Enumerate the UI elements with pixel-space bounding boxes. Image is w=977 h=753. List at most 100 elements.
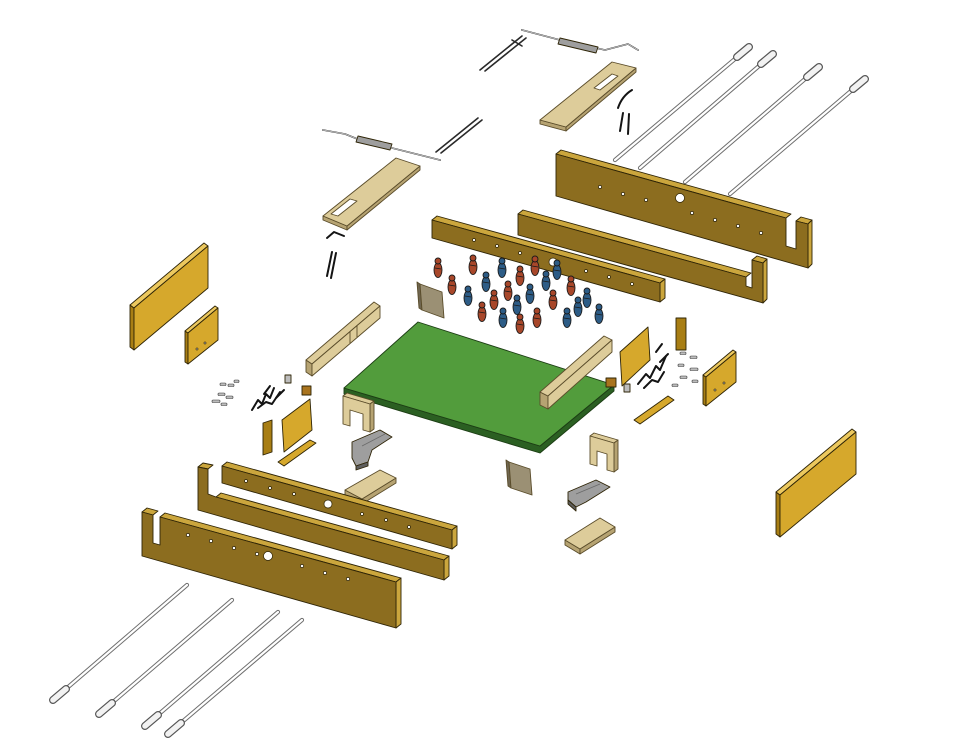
control-rod <box>95 597 235 718</box>
screw <box>217 392 226 396</box>
ball-return-left <box>351 429 393 471</box>
bumper-spring <box>637 355 667 385</box>
foosman-rod-bore <box>574 306 582 309</box>
mounting-hole <box>495 244 499 248</box>
goal-strip <box>633 395 675 425</box>
foosman-rod-bore <box>542 280 550 283</box>
mounting-hole <box>518 251 522 255</box>
screw <box>211 399 221 403</box>
goal-board-left <box>322 157 421 231</box>
small-parts-left <box>262 374 317 467</box>
support-leg-left <box>342 392 375 433</box>
control-rod <box>49 582 190 704</box>
side-panel-middle-right <box>517 209 768 304</box>
foosman-head <box>567 275 575 283</box>
screw <box>227 383 235 387</box>
control-rods-top <box>612 43 869 197</box>
side-panel-middle-left <box>197 462 450 581</box>
foosman-rod-bore <box>516 275 524 278</box>
foosman-head <box>531 255 539 263</box>
foosman-rod-bore <box>553 269 561 272</box>
foosman-head <box>533 307 541 315</box>
mounting-hole <box>690 211 694 215</box>
goal-panel-right <box>702 349 737 407</box>
mounting-hole <box>630 282 634 286</box>
foosman-body <box>433 262 443 278</box>
foosman-red <box>548 289 558 310</box>
foosman-rod-bore <box>526 293 534 296</box>
foosman-body <box>503 285 513 301</box>
screw <box>225 395 234 399</box>
foosmen-group <box>433 254 604 334</box>
foosman-red <box>515 265 525 286</box>
ramp-crease <box>575 483 601 495</box>
mounting-hole <box>268 486 272 490</box>
screw <box>689 355 698 359</box>
foosman-head <box>553 259 561 267</box>
corner-block <box>505 459 533 496</box>
mounting-hole <box>209 539 213 543</box>
goal-wire-top <box>479 29 639 72</box>
mounting-hole <box>644 198 648 202</box>
control-rod <box>164 617 305 738</box>
foosman-blue <box>594 303 604 324</box>
foosman-rod-bore <box>595 313 603 316</box>
foosman-head <box>563 307 571 315</box>
foosman-head <box>574 296 582 304</box>
goal-panel-left <box>184 305 219 365</box>
mounting-hole <box>244 479 248 483</box>
goal-clip-left <box>326 231 345 279</box>
foosman-head <box>464 285 472 293</box>
foosman-head <box>469 254 477 262</box>
foosman-rod-bore <box>448 284 456 287</box>
hardware-left <box>211 379 285 411</box>
screw <box>679 351 687 355</box>
mounting-hole <box>195 347 199 351</box>
mounting-hole <box>360 512 364 516</box>
mounting-hole <box>292 492 296 496</box>
control-rod <box>682 63 823 185</box>
rod-hole <box>675 193 685 203</box>
foosman-blue <box>512 294 522 315</box>
foosman-rod-bore <box>549 299 557 302</box>
mounting-hole <box>384 518 388 522</box>
foosman-body <box>566 280 576 296</box>
foosman-rod-bore <box>516 323 524 326</box>
foosman-head <box>516 265 524 273</box>
foosman-rod-bore <box>490 299 498 302</box>
foosman-body <box>468 259 478 275</box>
small-parts-right <box>605 317 687 425</box>
foosman-red <box>530 255 540 276</box>
foosman-rod-bore <box>504 290 512 293</box>
foosman-red <box>447 274 457 295</box>
screw <box>689 367 699 371</box>
foosman-body <box>477 306 487 322</box>
control-rod <box>727 75 869 197</box>
side-panel-outer-right <box>555 149 813 269</box>
goal-post <box>675 317 687 351</box>
foosman-red <box>503 280 513 301</box>
foosman-red <box>477 301 487 322</box>
foosman-blue <box>582 287 592 308</box>
foosman-red <box>566 275 576 296</box>
foosman-blue <box>497 257 507 278</box>
foosman-red <box>433 257 443 278</box>
foosman-body <box>541 275 551 291</box>
foosman-rod-bore <box>498 267 506 270</box>
foosman-body <box>512 299 522 315</box>
foosman-body <box>463 290 473 306</box>
foosman-body <box>552 264 562 280</box>
goal-strip <box>277 439 317 467</box>
bumper-spring <box>643 371 665 389</box>
mounting-hole <box>722 381 726 385</box>
board-slot <box>330 198 358 217</box>
foosman-rod-bore <box>563 317 571 320</box>
foosman-head <box>434 257 442 265</box>
foosman-body <box>525 288 535 304</box>
foosman-head <box>504 280 512 288</box>
foosman-rod-bore <box>533 317 541 320</box>
control-rod <box>637 50 777 171</box>
foosman-body <box>594 308 604 324</box>
screw <box>233 379 240 383</box>
